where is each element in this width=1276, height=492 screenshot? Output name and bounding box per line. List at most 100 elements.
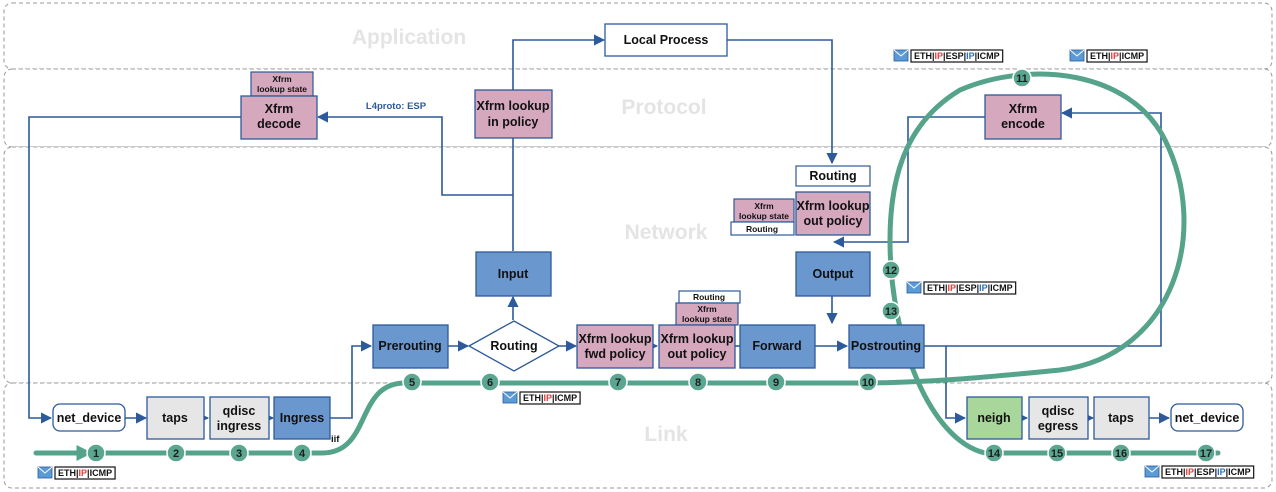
header-separator: | [1119,51,1122,61]
svg-text:Ingress: Ingress [280,411,325,425]
step-marker: 7 [608,372,628,392]
header-field: ETH [927,283,945,293]
step-circle [166,443,186,463]
step-circle [480,372,500,392]
svg-text:Input: Input [498,267,529,281]
xfrm-encode-box: Xfrm encode [984,94,1062,140]
packet-header-box [54,466,116,480]
header-field: IP [544,393,553,403]
svg-text:Xfrm lookup: Xfrm lookup [477,99,550,113]
header-separator: | [1183,467,1186,477]
packet-header-text: ETH|IP|ICMP [58,468,112,478]
step-circle [688,372,708,392]
step-marker: 14 [984,443,1004,463]
step-number: 2 [173,448,179,460]
packet-header-text: ETH|IP|ESP|IP|ICMP [914,51,1000,61]
svg-text:Routing: Routing [693,292,725,302]
packet-badge: ETH|IP|ESP|IP|ICMP [906,281,1017,295]
svg-text:Xfrm: Xfrm [697,304,717,314]
header-field: ICMP [555,393,578,403]
step-marker: 5 [402,372,422,392]
output-box: Output [795,251,871,297]
step-number: 11 [1016,73,1028,85]
step-circle [858,372,878,392]
svg-text:Routing: Routing [746,224,778,234]
header-field: ICMP [990,283,1013,293]
routing-small-output-box: Routing [730,221,795,236]
svg-text:Local Process: Local Process [624,33,709,47]
xfrm-lookup-state-forward-box: Xfrm lookup state [675,302,739,326]
forward-box: Forward [739,324,816,369]
edge-input-xfrmdecode [316,111,513,196]
box-label: Xfrm [272,74,292,84]
box-label: Xfrm lookup [661,332,734,346]
box-label: Xfrm [697,304,717,314]
header-field: ETH [58,468,76,478]
packet-header-text: ETH|IP|ICMP [523,393,577,403]
box-label: fwd policy [584,347,645,361]
header-field: IP [1111,51,1120,61]
svg-text:out policy: out policy [803,214,862,228]
box-label: out policy [667,347,726,361]
box-label: net_device [57,411,122,425]
svg-text:Xfrm: Xfrm [265,102,293,116]
box-label: Ingress [280,411,325,425]
step-circle [984,443,1004,463]
header-separator: | [977,283,980,293]
header-separator: | [964,51,967,61]
routing-decision-diamond: Routing [467,320,561,372]
svg-text:lookup state: lookup state [739,211,789,221]
step-marker: 8 [688,372,708,392]
xfrm-lookup-out-policy-output-box: Xfrm lookup out policy [795,191,871,236]
header-field: ICMP [1122,51,1145,61]
header-field: ETH [1165,467,1183,477]
packet-badge: ETH|IP|ICMP [1069,49,1148,63]
input-box: Input [475,251,552,297]
svg-text:net_device: net_device [57,411,122,425]
qdisc-ingress-box: qdisc ingress [209,396,270,440]
box-label: Input [498,267,529,281]
step-number: 1 [93,448,99,460]
svg-text:Xfrm lookup: Xfrm lookup [579,332,652,346]
svg-text:fwd policy: fwd policy [584,347,645,361]
svg-text:out policy: out policy [667,347,726,361]
xfrm-lookup-in-policy-box: Xfrm lookup in policy [474,89,553,139]
step-number: 13 [885,306,897,318]
packet-header-box [1161,465,1255,479]
step-number: 8 [695,377,701,389]
taps-egress-box: taps [1093,396,1150,440]
layer-label-link: Link [644,423,687,446]
step-number: 10 [862,377,874,389]
svg-text:qdisc: qdisc [223,404,256,418]
step-circle [402,372,422,392]
packet-header-box [1086,49,1148,63]
envelope-icon [37,466,53,479]
svg-text:lookup state: lookup state [682,314,732,324]
edge-xfrmencode-output [832,116,985,248]
box-label: Forward [752,339,801,353]
svg-text:neigh: neigh [977,411,1010,425]
step-number: 12 [885,265,897,277]
box-label: lookup state [739,211,789,221]
header-field: IP [1186,467,1195,477]
routing-output-box: Routing [795,165,871,187]
step-marker: 3 [229,443,249,463]
svg-text:Routing: Routing [490,339,537,353]
header-separator: | [1108,51,1111,61]
flow-edges [28,34,1171,424]
svg-text:qdisc: qdisc [1042,404,1075,418]
step-circle [1012,68,1032,88]
svg-text:egress: egress [1038,419,1078,433]
svg-text:Xfrm lookup: Xfrm lookup [661,332,734,346]
header-separator: | [76,468,79,478]
step-number: 4 [299,448,306,460]
step-number: 3 [236,448,242,460]
header-field: ETH [523,393,541,403]
svg-text:Xfrm lookup: Xfrm lookup [797,199,870,213]
xfrm-decode-box: Xfrm decode [240,95,318,140]
box-label: egress [1038,419,1078,433]
step-circle [1196,443,1216,463]
packet-header-box [923,281,1017,295]
